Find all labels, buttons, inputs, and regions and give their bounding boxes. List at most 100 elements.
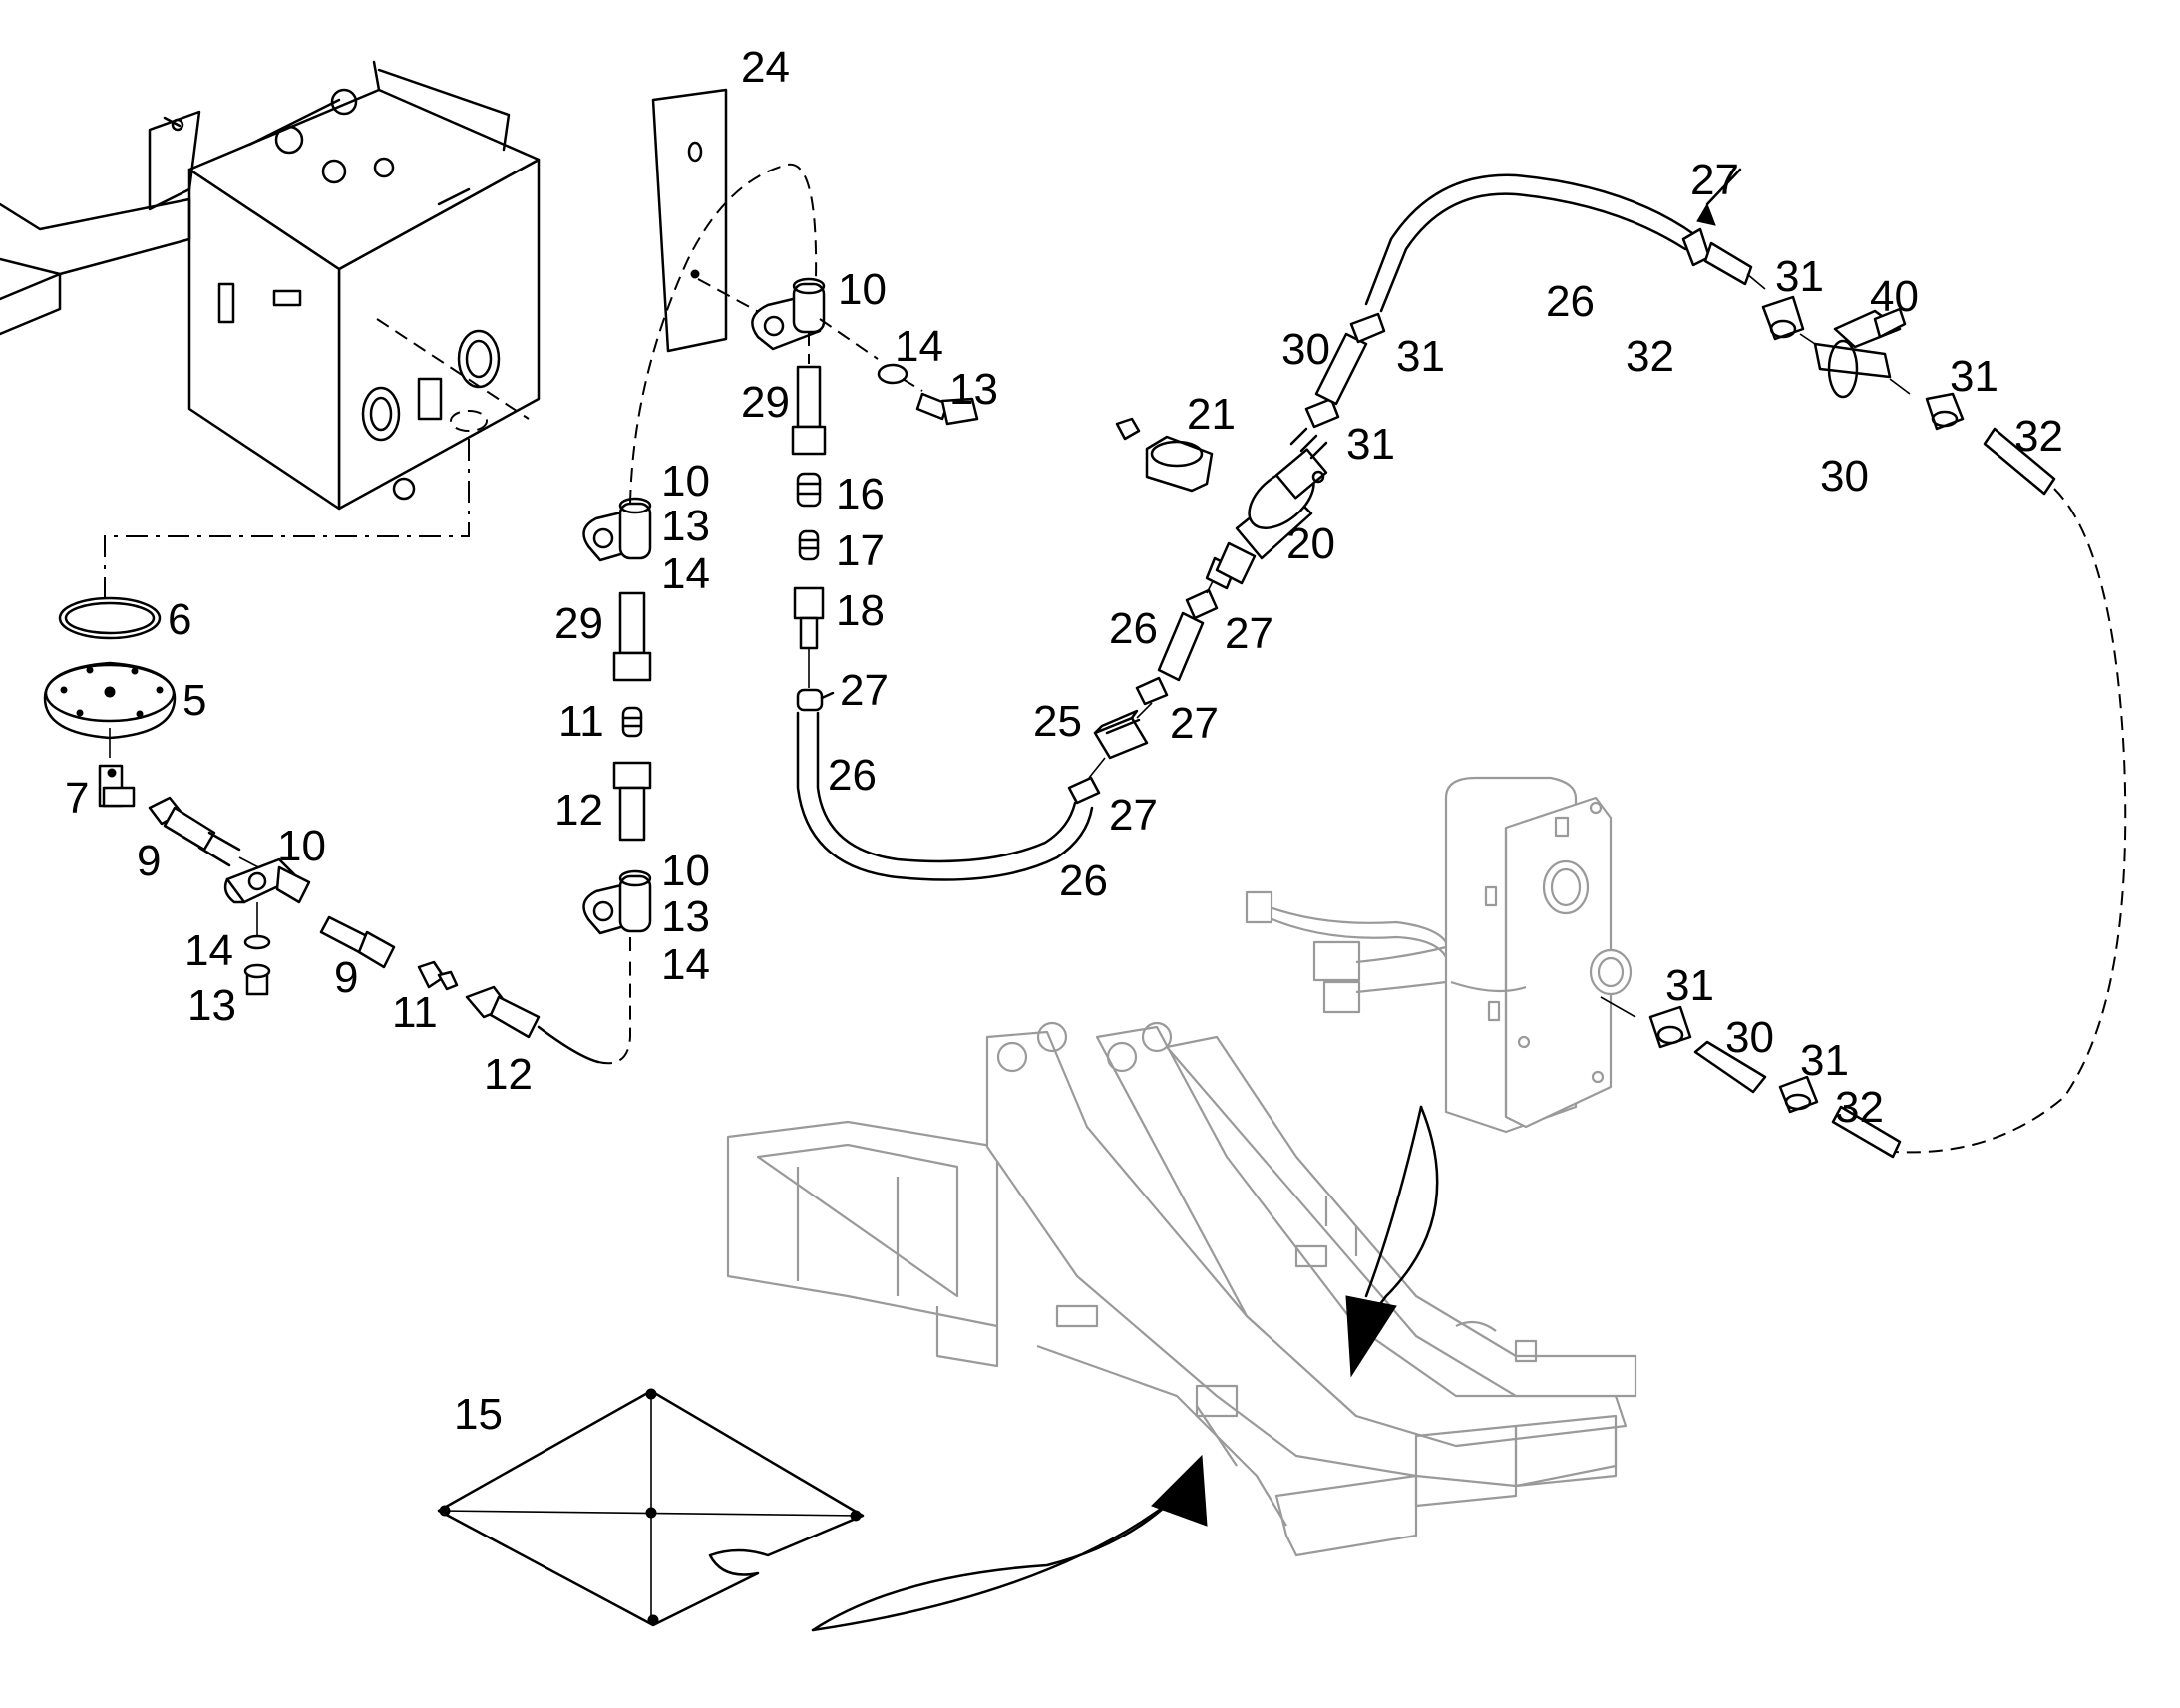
callout-21: 21	[1187, 390, 1236, 439]
tube-29-chain	[612, 591, 652, 682]
callout-31: 31	[1346, 420, 1395, 469]
callout-10: 10	[661, 457, 710, 506]
mounting-bracket	[651, 88, 728, 353]
callout-11: 11	[392, 988, 438, 1037]
callout-27: 27	[1170, 699, 1219, 748]
callout-26: 26	[1059, 856, 1108, 905]
clamp-upper-right	[751, 277, 826, 351]
pipe-32-top	[1703, 241, 1753, 286]
bolt-13-upper	[915, 392, 979, 426]
callout-30: 30	[1281, 325, 1330, 374]
hose-clip-27-lower	[1067, 776, 1101, 805]
pipe-32-lower	[1831, 1105, 1902, 1159]
hose-clip-27-upper	[1185, 588, 1219, 620]
nut-21	[1115, 417, 1141, 441]
hose-26-mid	[1157, 611, 1205, 682]
clip-31-lower-b	[1778, 1075, 1819, 1114]
callout-31: 31	[1950, 352, 1998, 401]
bracket-40	[1813, 307, 1907, 399]
callout-27: 27	[840, 666, 889, 715]
callout-25: 25	[1033, 697, 1082, 746]
fuel-tank	[0, 60, 541, 511]
callout-31: 31	[1396, 332, 1445, 381]
callout-13: 13	[187, 981, 236, 1030]
callout-14: 14	[184, 926, 233, 975]
hose-clip-27-left	[796, 688, 835, 712]
callout-9: 9	[137, 837, 161, 885]
clip-31-right-b	[1925, 392, 1965, 431]
callout-13: 13	[661, 892, 710, 941]
callout-13: 13	[661, 502, 710, 550]
nipple-17	[798, 529, 820, 561]
washer-14-left	[243, 934, 271, 950]
callout-18: 18	[836, 586, 885, 635]
hose-26-loop	[796, 711, 1094, 881]
hose-route-dashed-c	[1894, 488, 2127, 1154]
callout-10: 10	[277, 822, 326, 870]
clamp-lower-left	[223, 857, 311, 904]
callout-17: 17	[836, 526, 885, 575]
clip-31-top	[1349, 312, 1386, 344]
clamp-chain-lower	[582, 869, 652, 935]
callout-32: 32	[1835, 1083, 1884, 1132]
washer-14-upper	[877, 363, 908, 385]
callout-32: 32	[1626, 332, 1674, 381]
callout-31: 31	[1800, 1036, 1849, 1085]
callout-27: 27	[1690, 156, 1739, 204]
flange-plate	[43, 661, 177, 758]
callout-26: 26	[1109, 604, 1158, 653]
hose-9-upper	[148, 796, 265, 871]
adapter-18	[793, 586, 825, 650]
callout-7: 7	[65, 774, 89, 823]
clip-31-upper-left	[1304, 397, 1340, 429]
fitting-11-chain	[621, 706, 643, 738]
heater-unit	[1245, 776, 1633, 1134]
callout-13: 13	[949, 365, 998, 414]
clip-31-lower-a	[1648, 1005, 1692, 1049]
hose-26-top	[1379, 192, 1687, 313]
fuel-pump	[1205, 427, 1328, 590]
nipple-16	[796, 472, 822, 508]
callout-29: 29	[554, 599, 603, 648]
hose-12-lower	[465, 985, 600, 1064]
callout-31: 31	[1775, 252, 1824, 301]
callout-30: 30	[1820, 452, 1869, 501]
callout-31: 31	[1665, 961, 1714, 1010]
callout-27: 27	[1225, 609, 1273, 658]
fitting-11-lower	[417, 960, 459, 991]
callout-14: 14	[661, 549, 710, 598]
callout-32: 32	[2014, 412, 2063, 461]
hose-clip-27-top	[1681, 168, 1742, 267]
hose-clip-27-mid	[1135, 676, 1169, 706]
hose-route-dashed-a	[597, 957, 631, 1065]
callout-5: 5	[182, 676, 206, 725]
hose-route-dashed-b	[629, 163, 818, 505]
machine-frame	[726, 1021, 1637, 1557]
callout-16: 16	[836, 470, 885, 518]
callout-labels: 24 10 14 13 29 16 17 18 27 26 10 13 14 2…	[65, 43, 2063, 1439]
callout-11: 11	[558, 697, 604, 746]
pointer-arrow-heater	[1369, 1105, 1439, 1318]
clip-31-right-a	[1761, 295, 1805, 341]
callout-10: 10	[838, 265, 887, 314]
callout-30: 30	[1725, 1013, 1774, 1062]
bolt-13-left	[243, 963, 271, 996]
clamp-chain-upper	[582, 497, 652, 562]
callout-9: 9	[334, 953, 358, 1002]
callout-12: 12	[484, 1050, 533, 1099]
tube-29-upper	[791, 365, 827, 456]
callout-40: 40	[1870, 272, 1919, 321]
callout-26: 26	[1546, 277, 1595, 326]
grommet-25	[1093, 709, 1149, 760]
callout-20: 20	[1286, 519, 1335, 568]
routing-line-tank	[104, 439, 470, 598]
o-ring	[58, 596, 162, 640]
callout-24: 24	[741, 43, 790, 92]
callout-27: 27	[1109, 791, 1158, 840]
callout-10: 10	[661, 847, 710, 895]
tube-12-chain	[612, 761, 652, 842]
hose-30-lower	[1693, 1040, 1767, 1094]
tee-fitting	[98, 764, 136, 808]
callout-26: 26	[828, 751, 877, 800]
